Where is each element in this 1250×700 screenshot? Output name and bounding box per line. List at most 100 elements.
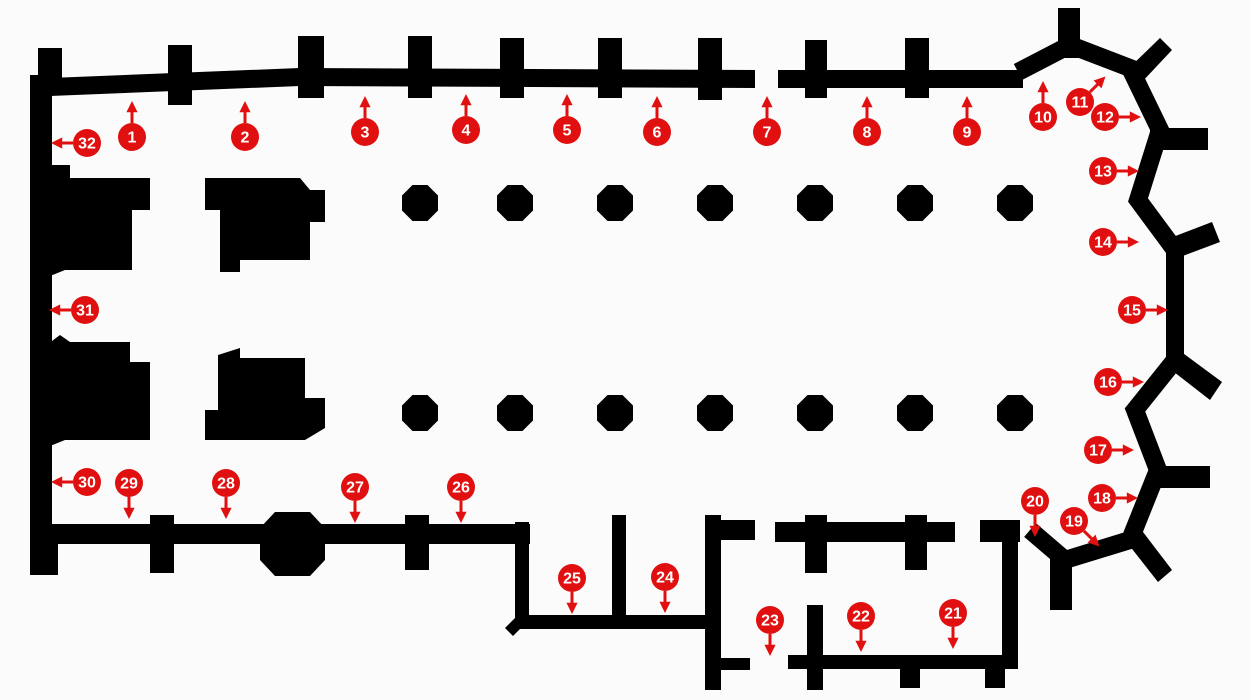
nave-pier (697, 395, 733, 431)
marker-circle (853, 118, 881, 146)
view-marker-7[interactable]: 7 (753, 118, 781, 146)
marker-circle (1089, 228, 1117, 256)
sacristy-wall (807, 605, 823, 690)
tower-block-ne (205, 178, 325, 272)
view-marker-8[interactable]: 8 (853, 118, 881, 146)
view-marker-3[interactable]: 3 (351, 118, 379, 146)
view-marker-25[interactable]: 25 (558, 564, 586, 592)
view-marker-1[interactable]: 1 (118, 123, 146, 151)
view-marker-30[interactable]: 30 (73, 468, 101, 496)
view-marker-19[interactable]: 19 (1060, 507, 1088, 535)
apse-buttress (1165, 222, 1220, 260)
view-arrow (1037, 81, 1049, 103)
view-marker-22[interactable]: 22 (847, 602, 875, 630)
chapel-wall (612, 515, 626, 623)
north-buttress (168, 45, 192, 105)
view-marker-5[interactable]: 5 (553, 116, 581, 144)
view-marker-24[interactable]: 24 (651, 563, 679, 591)
nave-pier (402, 185, 438, 221)
view-arrow (126, 101, 138, 123)
view-marker-32[interactable]: 32 (73, 129, 101, 157)
view-arrow (1112, 444, 1134, 456)
marker-circle (939, 599, 967, 627)
view-arrow (566, 592, 578, 614)
view-marker-31[interactable]: 31 (71, 296, 99, 324)
view-arrow (1082, 529, 1100, 547)
view-arrow (51, 476, 73, 488)
view-marker-11[interactable]: 11 (1066, 88, 1094, 116)
view-arrow (1146, 304, 1168, 316)
apse-buttress (1150, 466, 1210, 488)
view-marker-10[interactable]: 10 (1029, 103, 1057, 131)
view-marker-20[interactable]: 20 (1021, 487, 1049, 515)
west-towers (35, 165, 325, 450)
marker-label: 27 (346, 480, 364, 497)
nave-pier (697, 185, 733, 221)
arrow-head (349, 511, 361, 523)
view-marker-13[interactable]: 13 (1089, 157, 1117, 185)
arrow-head (51, 476, 63, 488)
view-arrow (961, 96, 973, 118)
north-buttress (500, 38, 524, 98)
view-marker-27[interactable]: 27 (341, 473, 369, 501)
view-marker-16[interactable]: 16 (1094, 368, 1122, 396)
arrow-head (239, 101, 251, 113)
marker-label: 24 (656, 570, 674, 587)
nave-pier (497, 395, 533, 431)
arrow-head (651, 96, 663, 108)
view-marker-9[interactable]: 9 (953, 118, 981, 146)
marker-circle (118, 123, 146, 151)
marker-label: 15 (1123, 303, 1141, 320)
marker-circle (212, 469, 240, 497)
view-arrow (1117, 165, 1139, 177)
view-marker-15[interactable]: 15 (1118, 296, 1146, 324)
view-arrow (349, 501, 361, 523)
tower-block-se (205, 348, 325, 440)
marker-circle (71, 296, 99, 324)
nave-piers (402, 185, 1033, 431)
arrow-head (861, 96, 873, 108)
marker-label: 17 (1089, 443, 1107, 460)
view-marker-4[interactable]: 4 (452, 116, 480, 144)
marker-circle (231, 123, 259, 151)
arrow-head (1156, 304, 1168, 316)
marker-label: 18 (1093, 491, 1111, 508)
view-marker-26[interactable]: 26 (447, 473, 475, 501)
view-marker-17[interactable]: 17 (1084, 436, 1112, 464)
view-marker-21[interactable]: 21 (939, 599, 967, 627)
apse-buttress (1150, 128, 1208, 150)
marker-label: 9 (963, 125, 972, 142)
marker-circle (1088, 484, 1116, 512)
arrow-head (764, 644, 776, 656)
arrow-head (1127, 236, 1139, 248)
arrow-head (126, 101, 138, 113)
view-marker-6[interactable]: 6 (643, 118, 671, 146)
apse-buttress (1058, 8, 1080, 58)
view-marker-29[interactable]: 29 (115, 469, 143, 497)
view-marker-28[interactable]: 28 (212, 469, 240, 497)
marker-circle (1021, 487, 1049, 515)
marker-label: 32 (78, 136, 96, 153)
view-arrow (455, 501, 467, 523)
arrow-head (51, 137, 63, 149)
arrow-head (761, 96, 773, 108)
arrow-head (359, 96, 371, 108)
view-arrow (1122, 376, 1144, 388)
view-marker-18[interactable]: 18 (1088, 484, 1116, 512)
arrow-head (1126, 492, 1138, 504)
south-buttress (405, 515, 429, 570)
nave-pier (897, 185, 933, 221)
arrow-head (455, 511, 467, 523)
north-buttress (298, 36, 324, 98)
view-marker-2[interactable]: 2 (231, 123, 259, 151)
marker-label: 29 (120, 476, 138, 493)
view-marker-14[interactable]: 14 (1089, 228, 1117, 256)
view-marker-23[interactable]: 23 (756, 606, 784, 634)
view-arrow (947, 627, 959, 649)
marker-label: 5 (563, 123, 572, 140)
marker-circle (1118, 296, 1146, 324)
arrow-head (855, 640, 867, 652)
view-marker-12[interactable]: 12 (1091, 103, 1119, 131)
arrow-head (961, 96, 973, 108)
